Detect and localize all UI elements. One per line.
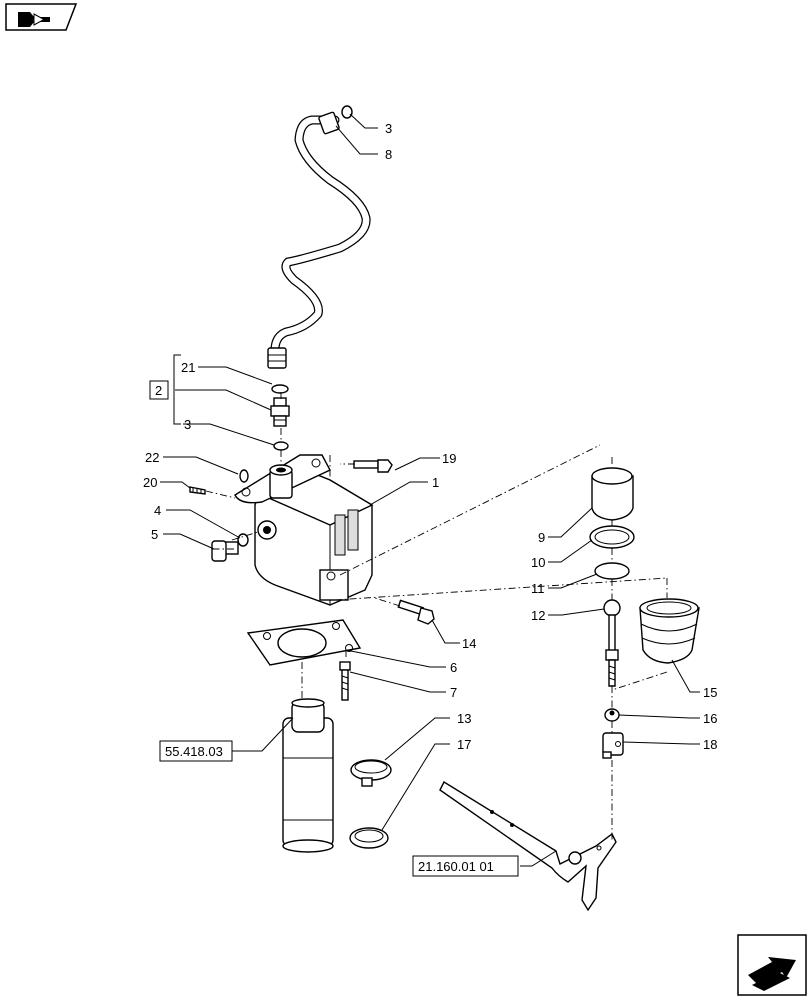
page-nav-icon[interactable] (5, 3, 78, 31)
plug-part-5 (211, 540, 239, 562)
callout-20: 20 (143, 475, 157, 490)
callout-16: 16 (703, 711, 717, 726)
seal-part-10 (589, 525, 635, 549)
valve-body-part-1 (234, 454, 374, 606)
callout-21: 21 (181, 360, 195, 375)
master-cylinder (282, 698, 334, 853)
hose-clamp-part-13 (350, 759, 392, 787)
callout-labels: 3 8 21 2 3 22 20 19 1 4 5 14 6 7 9 10 11… (143, 121, 717, 752)
callout-17: 17 (457, 737, 471, 752)
screw-part-7 (339, 661, 351, 701)
hose-clamp-part-17 (349, 827, 389, 849)
callout-14: 14 (462, 636, 476, 651)
reference-55-418-03-label: 55.418.03 (165, 744, 223, 759)
callout-19: 19 (442, 451, 456, 466)
o-ring-part-3-lower (273, 441, 289, 451)
callout-2: 2 (155, 383, 162, 398)
reservoir-cap-part-9 (591, 467, 634, 521)
callout-2-box (149, 380, 169, 400)
brake-pedal-lever (439, 781, 617, 912)
callout-7: 7 (450, 685, 457, 700)
callout-3: 3 (385, 121, 392, 136)
washer-part-4 (237, 533, 249, 547)
o-ring-part-3-top (341, 105, 353, 119)
callout-18: 18 (703, 737, 717, 752)
clevis-part-18 (602, 732, 624, 759)
callout-4: 4 (154, 503, 161, 518)
callout-12: 12 (531, 608, 545, 623)
ring-part-11 (594, 562, 630, 580)
callout-10: 10 (531, 555, 545, 570)
rod-part-12 (603, 599, 621, 687)
nut-part-16 (604, 708, 620, 722)
leader-lines (160, 113, 700, 867)
snap-ring-part-22 (239, 469, 249, 483)
callout-22: 22 (145, 450, 159, 465)
screw-part-14 (397, 599, 435, 625)
callout-15: 15 (703, 685, 717, 700)
callout-1: 1 (432, 475, 439, 490)
reference-21-160-01-01-label: 21.160.01 01 (418, 859, 494, 874)
screw-part-19 (353, 459, 393, 473)
pipe-part-8 (267, 111, 371, 369)
callout-6: 6 (450, 660, 457, 675)
gasket-part-6 (246, 619, 362, 666)
adapter-part-2 (270, 397, 290, 427)
next-page-arrow-icon[interactable] (737, 934, 807, 996)
callout-3-lower: 3 (184, 417, 191, 432)
center-lines (205, 392, 668, 840)
callout-8: 8 (385, 147, 392, 162)
boot-part-15 (639, 598, 700, 664)
seal-part-21 (271, 384, 289, 394)
reference-21-160-01-01[interactable]: 21.160.01 01 (412, 855, 519, 877)
callout-13: 13 (457, 711, 471, 726)
reference-55-418-03[interactable]: 55.418.03 (159, 740, 233, 762)
callout-5: 5 (151, 527, 158, 542)
callout-9: 9 (538, 530, 545, 545)
callout-11: 11 (531, 581, 545, 596)
pin-part-20 (189, 486, 206, 495)
